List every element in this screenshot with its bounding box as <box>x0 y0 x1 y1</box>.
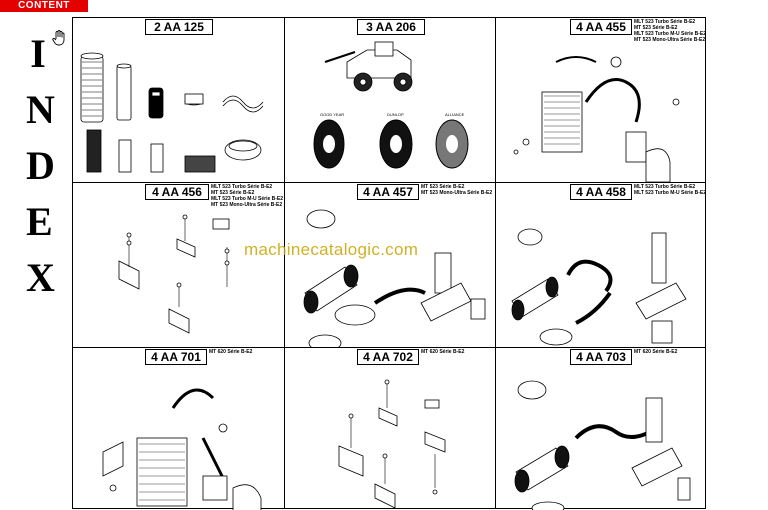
cell-code: 4 AA 456 <box>145 184 209 200</box>
cell-code: 4 AA 458 <box>570 184 632 200</box>
cell-code: 3 AA 206 <box>357 19 425 35</box>
engine-mount-illustration <box>338 379 446 509</box>
air-filter-illustration <box>303 209 486 347</box>
radiator-illustration <box>513 56 680 182</box>
tyre-label: DUNLOP <box>387 112 404 117</box>
parts-index-grid: 2 AA 125 <box>72 17 707 510</box>
index-letter: I <box>30 31 46 76</box>
index-cell-2aa125[interactable]: 2 AA 125 <box>73 18 284 182</box>
hand-pointer-icon[interactable] <box>52 30 66 46</box>
content-tab[interactable]: CONTENT <box>0 0 88 12</box>
model-list: MT 620 Série B-E2 <box>421 349 465 355</box>
index-letter: N <box>26 87 55 132</box>
radiator-illustration <box>102 388 262 510</box>
cell-code: 4 AA 701 <box>145 349 207 365</box>
index-letter: D <box>26 143 55 188</box>
intake-illustration <box>511 228 687 346</box>
model-list: MT 620 Série B-E2 <box>634 349 678 355</box>
model-list: MT 620 Série B-E2 <box>209 349 253 355</box>
telehandler-illustration: GOOD YEAR DUNLOP ALLIANCE <box>313 41 469 169</box>
engine-mount-illustration <box>118 214 230 334</box>
watermark: machinecatalogic.com <box>244 240 419 259</box>
tyre-label: ALLIANCE <box>445 112 465 117</box>
air-filter-illustration <box>514 380 691 510</box>
cell-code: 4 AA 455 <box>570 19 632 35</box>
index-cell-3aa206[interactable]: 3 AA 206 GOOD YEAR DUNLOP ALLIANCE <box>285 18 495 182</box>
filters-illustration <box>80 52 264 173</box>
index-letter: X <box>26 255 55 300</box>
cell-code: 4 AA 457 <box>357 184 419 200</box>
index-letter: E <box>26 199 53 244</box>
cell-code: 4 AA 703 <box>570 349 632 365</box>
index-cell-4aa703[interactable]: 4 AA 703 MT 620 Série B-E2 <box>496 348 707 510</box>
tyre-label: GOOD YEAR <box>320 112 344 117</box>
cell-code: 4 AA 702 <box>357 349 419 365</box>
cell-code: 2 AA 125 <box>145 19 213 35</box>
index-cell-4aa701[interactable]: 4 AA 701 MT 620 Série B-E2 <box>73 348 284 510</box>
index-title: I N D E X <box>26 26 55 306</box>
index-cell-4aa702[interactable]: 4 AA 702 MT 620 Série B-E2 <box>285 348 495 510</box>
